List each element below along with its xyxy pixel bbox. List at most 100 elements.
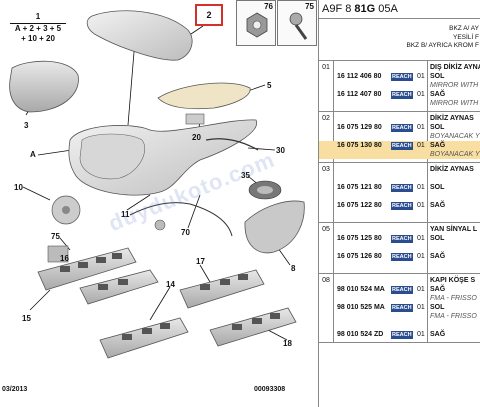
- part-number[interactable]: 16 075 129 80: [337, 124, 382, 131]
- catalog-row[interactable]: [319, 174, 480, 183]
- catalog-row[interactable]: [319, 243, 480, 252]
- diagram-date: 03/2013: [2, 386, 28, 393]
- catalog-row[interactable]: MIRROR WITH: [319, 99, 480, 108]
- part-number[interactable]: 16 075 122 80: [337, 202, 382, 209]
- catalog-row[interactable]: FMA - FRISSO: [319, 294, 480, 303]
- exploded-parts-diagram: 1 A + 2 + 3 + 5 + 10 + 20 2 76 75 3 A 5 …: [2, 0, 318, 393]
- formula-number: 1: [35, 12, 41, 21]
- group-number: 08: [322, 277, 330, 284]
- part-number[interactable]: 98 010 524 MA: [337, 286, 385, 293]
- catalog-row[interactable]: KAPI KÖŞE S: [319, 276, 480, 285]
- part-description: SAĞ: [430, 142, 446, 149]
- reach-badge: REACH: [391, 285, 413, 294]
- catalog-row[interactable]: MIRROR WITH: [319, 81, 480, 90]
- part-number[interactable]: 16 075 130 80: [337, 142, 382, 149]
- part-number[interactable]: 98 010 524 ZD: [337, 331, 384, 338]
- part-description: SAĞ: [430, 202, 446, 209]
- part-number[interactable]: 16 112 407 80: [337, 91, 382, 98]
- callout-75: 75: [51, 232, 60, 241]
- part-description: SOL: [430, 184, 445, 191]
- catalog-row[interactable]: YAN SİNYAL L: [319, 225, 480, 234]
- callout-14: 14: [166, 280, 175, 289]
- quantity: 01: [417, 91, 425, 98]
- thumb-nut[interactable]: 76: [236, 0, 276, 46]
- group-number: 03: [322, 166, 330, 173]
- catalog-row[interactable]: [319, 210, 480, 219]
- column-divider: [333, 274, 334, 342]
- catalog-row[interactable]: BOYANACAK Y: [319, 132, 480, 141]
- quantity: 01: [417, 331, 425, 338]
- nut-icon: [246, 12, 268, 38]
- formula-rule: [10, 23, 66, 24]
- callout-18: 18: [283, 339, 292, 348]
- catalog-row[interactable]: [319, 321, 480, 330]
- catalog-code-suffix: 05A: [378, 3, 398, 15]
- part-description: KAPI KÖŞE S: [430, 277, 476, 284]
- diagram-id: 00093308: [254, 386, 286, 393]
- catalog-row[interactable]: 16 075 130 80 REACH 01 SAĞ: [319, 141, 480, 150]
- part-subdescription: BOYANACAK Y: [430, 133, 480, 140]
- catalog-code-bold: 81G: [354, 3, 376, 15]
- catalog-row[interactable]: DİKİZ AYNAS: [319, 165, 480, 174]
- catalog-row[interactable]: [319, 192, 480, 201]
- catalog-row[interactable]: 16 075 129 80 REACH 01 SOL: [319, 123, 480, 132]
- column-divider: [427, 112, 428, 162]
- catalog-row[interactable]: BOYANACAK Y: [319, 150, 480, 159]
- part-number[interactable]: 98 010 525 MA: [337, 304, 385, 311]
- quantity: 01: [417, 235, 425, 242]
- quantity: 01: [417, 124, 425, 131]
- screw-icon: [289, 12, 308, 40]
- callout-A: A: [30, 150, 36, 159]
- thumb-screw[interactable]: 75: [277, 0, 317, 46]
- selected-part-label[interactable]: 2: [195, 4, 223, 26]
- parts-catalog-panel: A9F 8 81G 05A BKZ A/ AY YESİLİ F BKZ B/ …: [318, 0, 480, 407]
- callout-15: 15: [22, 314, 31, 323]
- callout-10: 10: [14, 183, 23, 192]
- catalog-note-line: BKZ B/ AYRICA KROM F: [406, 42, 479, 49]
- catalog-row[interactable]: 98 010 524 MA REACH 01 SAĞ: [319, 285, 480, 294]
- quantity: 01: [417, 142, 425, 149]
- part-description: DIŞ DİKİZ AYNA: [430, 64, 480, 71]
- part-number[interactable]: 16 075 121 80: [337, 184, 382, 191]
- reach-badge: REACH: [391, 141, 413, 150]
- catalog-row[interactable]: FMA - FRISSO: [319, 312, 480, 321]
- callout-20: 20: [192, 133, 201, 142]
- part-number[interactable]: 16 112 406 80: [337, 73, 382, 80]
- group-number: 05: [322, 226, 330, 233]
- selected-part-number: 2: [206, 10, 212, 20]
- catalog-note-line: YESİLİ F: [452, 33, 479, 41]
- column-divider: [333, 223, 334, 273]
- callout-30: 30: [276, 146, 285, 155]
- reach-badge: REACH: [391, 183, 413, 192]
- fastener-thumbnails: 76 75: [236, 0, 318, 48]
- column-divider: [333, 112, 334, 162]
- callout-5: 5: [267, 81, 272, 90]
- catalog-header: A9F 8 81G 05A: [319, 0, 480, 19]
- part-formula: 1 A + 2 + 3 + 5 + 10 + 20: [4, 12, 72, 44]
- catalog-row[interactable]: DIŞ DİKİZ AYNA: [319, 63, 480, 72]
- part-number[interactable]: 16 075 126 80: [337, 253, 382, 260]
- catalog-row[interactable]: [319, 261, 480, 270]
- column-divider: [333, 163, 334, 222]
- column-divider: [427, 223, 428, 273]
- part-description: SAĞ: [430, 286, 446, 293]
- part-description: SOL: [430, 235, 445, 242]
- part-description: SOL: [430, 124, 445, 131]
- catalog-row[interactable]: DİKİZ AYNAS: [319, 114, 480, 123]
- reach-badge: REACH: [391, 123, 413, 132]
- thumb-nut-number: 76: [264, 2, 273, 11]
- diagram-drawing: [9, 10, 305, 359]
- part-number[interactable]: 16 075 125 80: [337, 235, 382, 242]
- part-description: SOL: [430, 73, 445, 80]
- quantity: 01: [417, 286, 425, 293]
